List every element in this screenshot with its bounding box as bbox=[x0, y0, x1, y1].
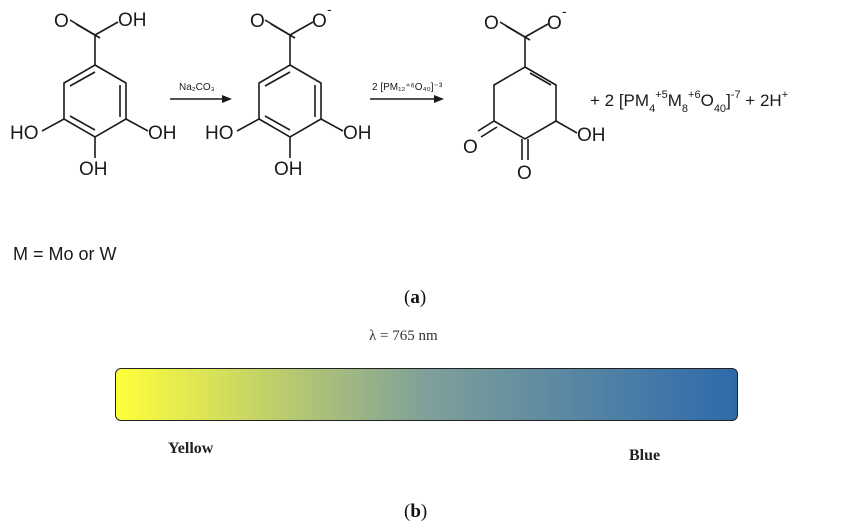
arrow-2-reagent: 2 [PM₁₂⁺⁶O₄₀]⁻³ bbox=[372, 82, 443, 93]
color-gradient-bar bbox=[115, 368, 738, 421]
m3-charge-label: - bbox=[562, 3, 567, 19]
caption-a: (a) bbox=[404, 287, 427, 308]
m3-o-minus-label: O bbox=[547, 13, 562, 34]
m1-oh-top-label: OH bbox=[118, 10, 147, 31]
m3-keto-bottom-label: O bbox=[517, 163, 532, 184]
m3-oh-right-label: OH bbox=[577, 125, 606, 146]
reaction-scheme: O OH HO OH OH Na₂CO₃ O O - HO OH OH 2 [P… bbox=[10, 1, 788, 184]
m2-ho-left-label: HO bbox=[205, 123, 234, 144]
metal-note: M = Mo or W bbox=[13, 244, 117, 264]
m3-keto-left-label: O bbox=[463, 137, 478, 158]
arrow-1-reagent: Na₂CO₃ bbox=[179, 82, 215, 93]
arrow-2-head bbox=[434, 95, 444, 103]
m2-o-minus-label: O bbox=[312, 11, 327, 32]
m3-oxo-label: O bbox=[484, 13, 499, 34]
gradient-label-blue: Blue bbox=[629, 447, 661, 464]
arrow-1-head bbox=[222, 95, 232, 103]
m1-oh-right-label: OH bbox=[148, 123, 177, 144]
molecule-2-skeleton bbox=[236, 19, 344, 158]
m2-oxo-label: O bbox=[250, 11, 265, 32]
m2-oh-mid-label: OH bbox=[274, 159, 303, 180]
m1-oxo-label: O bbox=[54, 11, 69, 32]
m1-ho-left-label: HO bbox=[10, 123, 39, 144]
gradient-label-yellow: Yellow bbox=[168, 440, 214, 457]
wavelength-label: λ = 765 nm bbox=[369, 328, 438, 344]
molecule-3-skeleton bbox=[477, 21, 578, 160]
molecule-1-skeleton bbox=[41, 19, 149, 158]
m1-oh-mid-label: OH bbox=[79, 159, 108, 180]
products-equation: + 2 [PM4+5M8+6O40]-7 + 2H+ bbox=[590, 89, 788, 115]
m2-charge-label: - bbox=[327, 1, 332, 17]
caption-b: (b) bbox=[404, 501, 428, 522]
m2-oh-right-label: OH bbox=[343, 123, 372, 144]
